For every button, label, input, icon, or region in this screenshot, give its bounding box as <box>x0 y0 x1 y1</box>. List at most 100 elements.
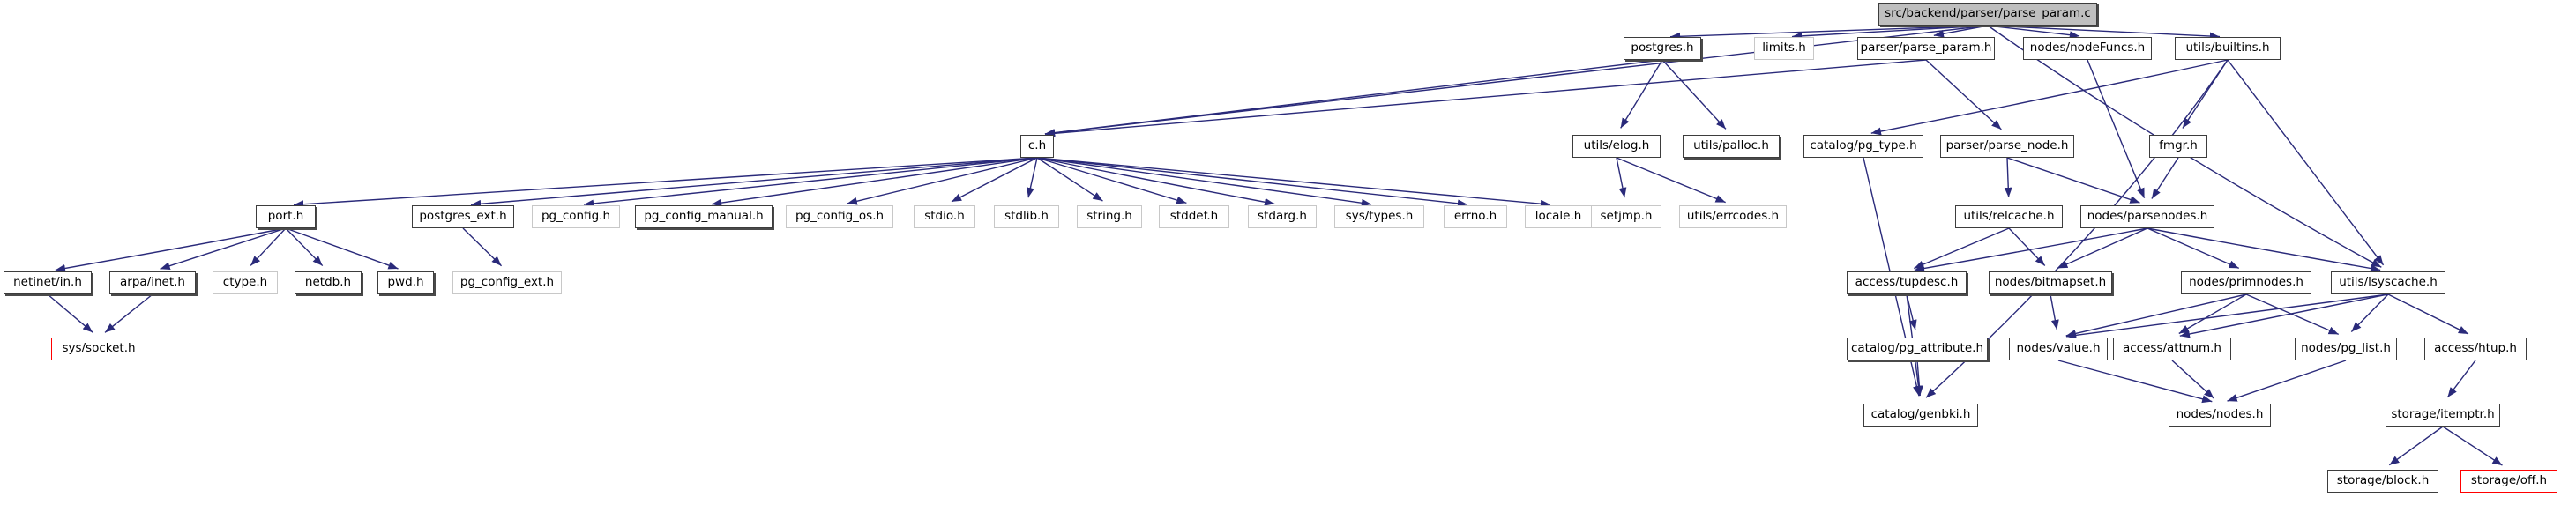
graph-node-sys_socket[interactable]: sys/socket.h <box>51 338 146 360</box>
graph-node-stdarg[interactable]: stdarg.h <box>1248 205 1317 228</box>
graph-edge-parsenodes-to-primnodes <box>2147 227 2240 270</box>
graph-edge-pg_attribute-to-genbki <box>1915 360 1923 397</box>
graph-edge-primnodes-to-value <box>2065 293 2247 338</box>
graph-node-pg_config[interactable]: pg_config.h <box>532 205 620 228</box>
graph-node-nodes_nodes[interactable]: nodes/nodes.h <box>2169 404 2271 427</box>
graph-edge-builtins-to-lsyscache <box>2227 59 2385 266</box>
graph-node-itemptr[interactable]: storage/itemptr.h <box>2386 404 2500 427</box>
graph-node-parse_node[interactable]: parser/parse_node.h <box>1940 135 2074 158</box>
graph-node-locale[interactable]: locale.h <box>1525 205 1592 228</box>
graph-node-stdio[interactable]: stdio.h <box>914 205 975 228</box>
graph-node-systypes[interactable]: sys/types.h <box>1334 205 1424 228</box>
graph-node-label: utils/relcache.h <box>1963 209 2055 224</box>
graph-edge-lsyscache-to-value <box>2065 293 2389 339</box>
graph-edge-elog-to-errcodes <box>1616 157 1726 204</box>
graph-edge-primnodes-to-pg_list <box>2245 293 2340 336</box>
graph-node-parse_param_h[interactable]: parser/parse_param.h <box>1857 37 1995 60</box>
graph-node-netdb[interactable]: netdb.h <box>295 271 362 294</box>
graph-node-label: access/attnum.h <box>2122 341 2221 356</box>
graph-edge-bitmapset-to-value <box>2050 293 2059 330</box>
graph-node-label: netdb.h <box>304 275 352 290</box>
graph-node-value[interactable]: nodes/value.h <box>2009 338 2108 360</box>
graph-edge-lsyscache-to-attnum <box>2179 293 2389 338</box>
graph-node-label: fmgr.h <box>2159 138 2198 153</box>
graph-edge-root-to-builtins <box>1987 25 2221 41</box>
graph-node-nodeFuncs[interactable]: nodes/nodeFuncs.h <box>2023 37 2152 60</box>
graph-node-label: utils/errcodes.h <box>1686 209 1780 224</box>
graph-node-ctype[interactable]: ctype.h <box>213 271 278 294</box>
graph-edge-c_h-to-stddef <box>1036 157 1187 204</box>
graph-node-elog[interactable]: utils/elog.h <box>1572 135 1661 158</box>
graph-node-genbki[interactable]: catalog/genbki.h <box>1863 404 1978 427</box>
graph-node-label: utils/lsyscache.h <box>2339 275 2438 290</box>
graph-node-root[interactable]: src/backend/parser/parse_param.c <box>1878 3 2097 26</box>
graph-node-off[interactable]: storage/off.h <box>2460 470 2557 493</box>
graph-edge-c_h-to-string <box>1036 157 1103 202</box>
graph-node-netinet_in[interactable]: netinet/in.h <box>4 271 92 294</box>
graph-edge-parsenodes-to-bitmapset <box>2057 227 2148 269</box>
graph-edge-primnodes-to-attnum <box>2178 293 2247 335</box>
graph-node-stddef[interactable]: stddef.h <box>1159 205 1229 228</box>
graph-node-label: catalog/pg_attribute.h <box>1850 341 1983 356</box>
graph-edge-postgres_ext-to-pg_config_ext <box>462 227 503 267</box>
graph-node-errcodes[interactable]: utils/errcodes.h <box>1679 205 1787 228</box>
graph-node-pg_list[interactable]: nodes/pg_list.h <box>2295 338 2397 360</box>
graph-node-relcache[interactable]: utils/relcache.h <box>1955 205 2063 228</box>
graph-edge-nodeFuncs-to-parsenodes <box>2087 59 2146 198</box>
graph-node-arpa_inet[interactable]: arpa/inet.h <box>109 271 196 294</box>
graph-node-label: sys/socket.h <box>62 341 136 356</box>
graph-edge-c_h-to-port <box>293 157 1038 209</box>
graph-node-label: utils/palloc.h <box>1693 138 1769 153</box>
graph-node-pg_config_manual[interactable]: pg_config_manual.h <box>635 205 773 228</box>
graph-node-label: stdio.h <box>924 209 965 224</box>
graph-node-postgres[interactable]: postgres.h <box>1624 37 1701 60</box>
graph-node-pg_attribute[interactable]: catalog/pg_attribute.h <box>1847 338 1988 360</box>
graph-node-parsenodes[interactable]: nodes/parsenodes.h <box>2080 205 2214 228</box>
graph-edge-root-to-limits <box>1791 25 1989 41</box>
graph-edge-netinet_in-to-sys_socket <box>47 293 93 333</box>
graph-node-primnodes[interactable]: nodes/primnodes.h <box>2181 271 2311 294</box>
graph-edge-lsyscache-to-htup <box>2387 293 2469 335</box>
graph-node-label: storage/off.h <box>2470 473 2548 488</box>
graph-node-label: nodes/value.h <box>2016 341 2101 356</box>
graph-node-string[interactable]: string.h <box>1077 205 1142 228</box>
graph-node-builtins[interactable]: utils/builtins.h <box>2175 37 2281 60</box>
graph-node-lsyscache[interactable]: utils/lsyscache.h <box>2331 271 2445 294</box>
graph-node-limits[interactable]: limits.h <box>1754 37 1814 60</box>
graph-edge-itemptr-to-off <box>2442 426 2503 466</box>
graph-edge-port-to-pwd <box>285 227 399 270</box>
graph-node-fmgr[interactable]: fmgr.h <box>2149 135 2207 158</box>
graph-edge-attnum-to-nodes_nodes <box>2171 360 2214 399</box>
graph-node-label: sys/types.h <box>1345 209 1414 224</box>
graph-edge-c_h-to-stdlib <box>1027 157 1038 198</box>
graph-edge-parse_node-to-relcache <box>2004 157 2012 198</box>
graph-node-block[interactable]: storage/block.h <box>2327 470 2438 493</box>
graph-node-label: locale.h <box>1534 209 1582 224</box>
graph-node-pg_type[interactable]: catalog/pg_type.h <box>1803 135 1923 158</box>
graph-node-label: limits.h <box>1762 41 1806 56</box>
graph-node-label: pg_config.h <box>541 209 611 224</box>
graph-node-htup[interactable]: access/htup.h <box>2424 338 2527 360</box>
graph-node-stdlib[interactable]: stdlib.h <box>994 205 1059 228</box>
graph-node-c_h[interactable]: c.h <box>1020 135 1054 158</box>
graph-edge-relcache-to-bitmapset <box>2008 227 2046 266</box>
graph-node-pg_config_os[interactable]: pg_config_os.h <box>786 205 893 228</box>
graph-edge-port-to-arpa_inet <box>160 227 287 271</box>
graph-node-tupdesc[interactable]: access/tupdesc.h <box>1847 271 1967 294</box>
graph-node-errno[interactable]: errno.h <box>1444 205 1507 228</box>
graph-node-label: errno.h <box>1453 209 1497 224</box>
graph-node-port[interactable]: port.h <box>256 205 316 228</box>
graph-node-label: storage/itemptr.h <box>2391 407 2495 422</box>
graph-node-palloc[interactable]: utils/palloc.h <box>1683 135 1780 158</box>
graph-node-attnum[interactable]: access/attnum.h <box>2113 338 2231 360</box>
graph-edge-port-to-netinet_in <box>55 227 287 272</box>
graph-node-bitmapset[interactable]: nodes/bitmapset.h <box>1989 271 2112 294</box>
graph-edge-root-to-nodeFuncs <box>1987 25 2080 40</box>
graph-edge-parse_param_h-to-parse_node <box>1925 59 2002 130</box>
graph-node-pg_config_ext[interactable]: pg_config_ext.h <box>452 271 562 294</box>
graph-node-postgres_ext[interactable]: postgres_ext.h <box>412 205 514 228</box>
graph-node-pwd[interactable]: pwd.h <box>377 271 434 294</box>
graph-node-setjmp[interactable]: setjmp.h <box>1591 205 1661 228</box>
graph-edge-root-to-c_h <box>1044 25 1989 137</box>
